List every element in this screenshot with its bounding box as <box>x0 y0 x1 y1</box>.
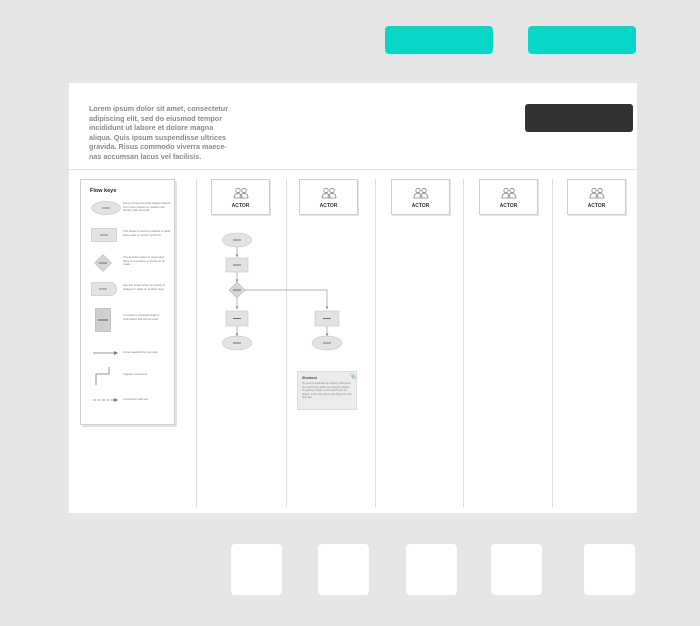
header-divider <box>69 169 637 170</box>
key-description: The decision shape is used when there is… <box>123 255 165 267</box>
key-diamond-shape <box>94 254 112 272</box>
template-card[interactable] <box>406 544 457 595</box>
actor-label: ACTOR <box>231 203 250 209</box>
key-document-shape <box>95 308 111 332</box>
template-card[interactable] <box>491 544 542 595</box>
actor-label: ACTOR <box>587 203 606 209</box>
people-icon <box>321 187 337 199</box>
people-icon <box>501 187 517 199</box>
intro-text: Lorem ipsum dolor sit amet, consectetur … <box>89 104 228 161</box>
key-description: Connection with text <box>123 397 149 401</box>
key-elbow-shape <box>95 367 110 385</box>
key-rectangle-shape <box>91 228 117 242</box>
template-card[interactable] <box>231 544 282 595</box>
flow-diagram <box>221 232 343 351</box>
actor-card[interactable]: ACTOR <box>567 179 626 215</box>
flow-connectors <box>235 246 329 337</box>
template-card[interactable] <box>584 544 635 595</box>
shortcut-note[interactable]: Shortcut To quickly duplicate an object,… <box>297 371 357 410</box>
lane-divider <box>196 179 197 507</box>
key-tab-shape <box>91 282 117 296</box>
key-description: Use this shape when an activity is delay… <box>123 283 165 291</box>
start-terminal-shape <box>221 232 253 248</box>
lane-divider <box>463 179 464 507</box>
diagram-canvas: Lorem ipsum dolor sit amet, consectetur … <box>69 83 637 513</box>
key-arrow-shape <box>93 351 118 355</box>
key-description: Arrow towards the next step <box>123 350 158 354</box>
dark-button[interactable] <box>525 104 633 132</box>
lane-divider <box>286 179 287 507</box>
note-body: To quickly duplicate an object, hold dow… <box>302 382 352 399</box>
actor-card[interactable]: ACTOR <box>299 179 358 215</box>
process-shape <box>225 257 249 273</box>
key-description: Keep process terminal shapes distinct fr… <box>123 201 171 213</box>
key-ellipse-shape <box>91 201 121 215</box>
pin-icon: 📎 <box>350 374 357 380</box>
decision-shape <box>228 281 246 299</box>
key-description: It is used to represent data or informat… <box>123 313 160 321</box>
people-icon <box>413 187 429 199</box>
process-shape <box>314 310 340 327</box>
key-description: This shape is used for actions or tasks … <box>123 229 171 237</box>
end-terminal-shape <box>221 335 253 351</box>
template-card[interactable] <box>318 544 369 595</box>
actor-label: ACTOR <box>411 203 430 209</box>
lane-divider <box>552 179 553 507</box>
actor-card[interactable]: ACTOR <box>479 179 538 215</box>
process-shape <box>225 310 249 327</box>
actor-card[interactable]: ACTOR <box>391 179 450 215</box>
actor-label: ACTOR <box>319 203 338 209</box>
people-icon <box>589 187 605 199</box>
actor-label: ACTOR <box>499 203 518 209</box>
end-terminal-shape <box>311 335 343 351</box>
lane-divider <box>375 179 376 507</box>
primary-action-button[interactable] <box>385 26 493 54</box>
key-description: Angular connectors <box>123 372 148 376</box>
key-dashed-shape <box>93 398 118 402</box>
people-icon <box>233 187 249 199</box>
flow-keys-panel: Flow keys Keep process terminal shapes d… <box>80 179 175 425</box>
actor-card[interactable]: ACTOR <box>211 179 270 215</box>
secondary-action-button[interactable] <box>528 26 636 54</box>
flow-keys-title: Flow keys <box>90 188 117 194</box>
note-title: Shortcut <box>302 376 317 380</box>
